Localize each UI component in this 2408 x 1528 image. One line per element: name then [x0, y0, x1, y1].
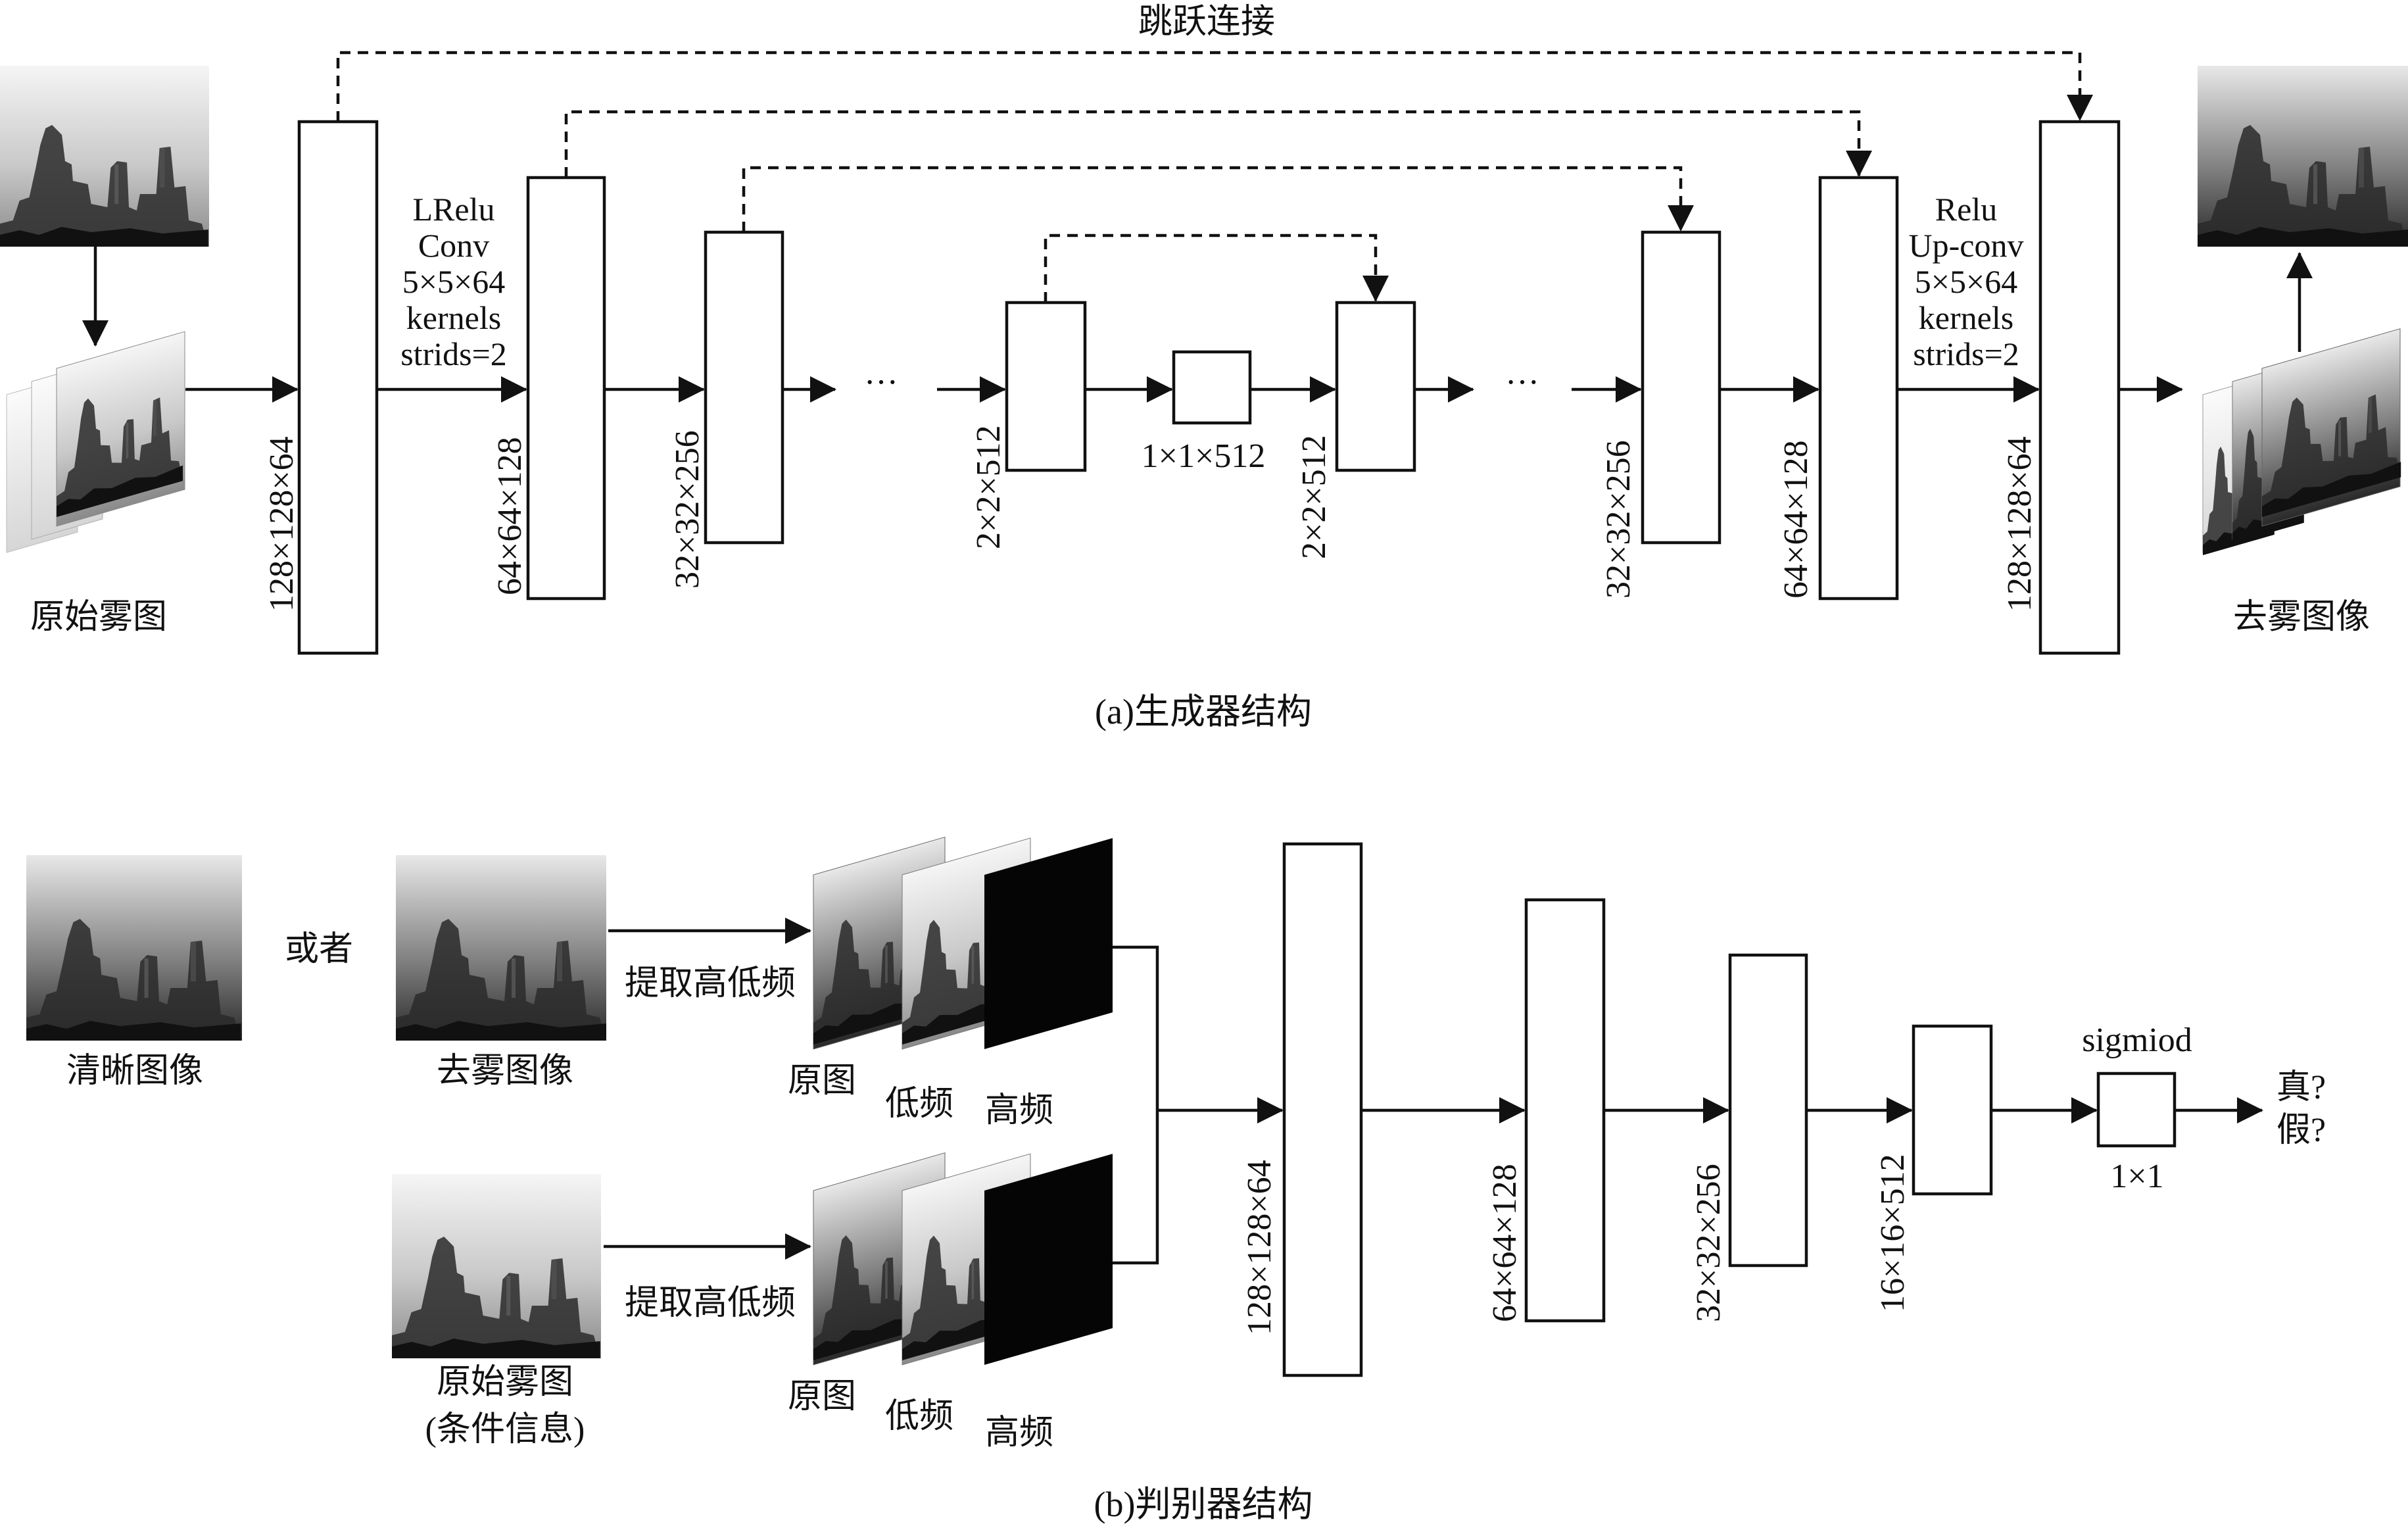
svg-text:kernels: kernels — [1919, 299, 2013, 336]
dehazed-image — [396, 855, 606, 1041]
ellipsis-left: ··· — [864, 364, 898, 401]
result-real: 真? — [2276, 1069, 2326, 1106]
dim-d3: 32×32×256 — [1600, 440, 1637, 599]
dim-bottleneck: 1×1×512 — [1142, 437, 1266, 475]
dim-e1: 128×128×64 — [263, 436, 301, 612]
stack-bottom-low: 低频 — [885, 1398, 953, 1435]
disc-block-2 — [1524, 898, 1606, 1323]
svg-text:strids=2: strids=2 — [1913, 335, 2019, 372]
hazy-image — [392, 1174, 601, 1358]
skip-label: 跳跃连接 — [1138, 3, 1275, 41]
discriminator-section: 清晰图像 或者 去雾图像 原始雾图 (条件信息) 提取高低频 提取高低频 — [26, 837, 2326, 1524]
skip-connection-4 — [1044, 234, 1389, 303]
encoder-ops: LRelu Conv 5×5×64 kernels strids=2 — [400, 191, 507, 372]
high-freq-bottom — [984, 1154, 1113, 1365]
disc-block-1 — [1282, 842, 1363, 1377]
input-label: 原始雾图 — [30, 599, 167, 636]
skip-connection-2 — [564, 110, 1872, 178]
dim-e2: 64×64×128 — [491, 437, 529, 595]
stack-bottom-high: 高频 — [985, 1414, 1053, 1452]
skip-connection-3 — [742, 166, 1694, 232]
high-freq-top — [984, 838, 1113, 1049]
stack-top-original: 原图 — [788, 1062, 856, 1100]
hazy-sub-label: (条件信息) — [425, 1411, 585, 1448]
freq-stack-top — [813, 837, 1113, 1050]
dehazed-label: 去雾图像 — [437, 1052, 573, 1090]
output-channel-stack — [2202, 328, 2401, 555]
caption-generator: (a)生成器结构 — [1095, 692, 1312, 731]
output-dehazed-image — [2198, 66, 2408, 247]
dim-out: 1×1 — [2110, 1158, 2163, 1195]
dim-d4: 2×2×512 — [1295, 435, 1333, 559]
ellipsis-right: ··· — [1505, 364, 1539, 401]
dim-l4: 16×16×512 — [1874, 1154, 1912, 1312]
dim-d1: 128×128×64 — [2001, 436, 2038, 612]
freq-stack-bottom — [813, 1152, 1113, 1366]
caption-discriminator: (b)判别器结构 — [1094, 1485, 1313, 1524]
extract-label-bottom: 提取高低频 — [625, 1285, 796, 1322]
or-label: 或者 — [285, 931, 353, 968]
dim-e4: 2×2×512 — [970, 425, 1007, 549]
dim-d2: 64×64×128 — [1777, 440, 1815, 599]
disc-block-4 — [1912, 1024, 1993, 1196]
encoder-block-2 — [526, 176, 606, 601]
disc-block-3 — [1728, 953, 1808, 1268]
svg-text:kernels: kernels — [406, 299, 501, 336]
decoder-block-4 — [1335, 301, 1416, 472]
encoder-block-4 — [1005, 301, 1087, 472]
svg-text:5×5×64: 5×5×64 — [1915, 263, 2017, 300]
result-fake: 假? — [2276, 1112, 2326, 1149]
input-hazy-image — [0, 66, 209, 247]
decoder-ops: Relu Up-conv 5×5×64 kernels strids=2 — [1909, 191, 2024, 372]
clear-label: 清晰图像 — [66, 1052, 203, 1090]
decoder-block-1 — [2038, 120, 2121, 655]
dim-l2: 64×64×128 — [1486, 1164, 1524, 1322]
output-label: 去雾图像 — [2233, 599, 2370, 636]
svg-text:Up-conv: Up-conv — [1909, 227, 2024, 264]
extract-label-top: 提取高低频 — [625, 965, 796, 1002]
merge-bracket — [1113, 945, 1159, 1265]
dim-l1: 128×128×64 — [1241, 1160, 1278, 1335]
input-channel-stack — [6, 331, 185, 553]
decoder-block-3 — [1641, 230, 1722, 545]
svg-text:5×5×64: 5×5×64 — [402, 263, 505, 300]
bottleneck-block — [1172, 350, 1252, 425]
encoder-block-1 — [297, 120, 379, 655]
clear-image — [26, 855, 242, 1041]
dim-e3: 32×32×256 — [669, 430, 706, 589]
decoder-block-2 — [1818, 176, 1899, 601]
skip-connections — [336, 51, 2093, 303]
encoder-block-3 — [704, 230, 784, 545]
svg-text:LRelu: LRelu — [413, 191, 495, 228]
svg-text:strids=2: strids=2 — [400, 335, 507, 372]
output-block — [2096, 1072, 2177, 1148]
stack-top-high: 高频 — [985, 1092, 1053, 1129]
generator-section: 原始雾图 128×128×64 LRelu Conv 5×5×64 kernel… — [0, 3, 2408, 731]
sigmoid-label: sigmiod — [2082, 1022, 2192, 1059]
dim-l3: 32×32×256 — [1690, 1164, 1727, 1322]
hazy-label: 原始雾图 — [437, 1364, 573, 1401]
svg-text:Conv: Conv — [418, 227, 489, 264]
stack-top-low: 低频 — [885, 1085, 953, 1123]
svg-text:Relu: Relu — [1935, 191, 1997, 228]
stack-bottom-original: 原图 — [788, 1378, 856, 1416]
